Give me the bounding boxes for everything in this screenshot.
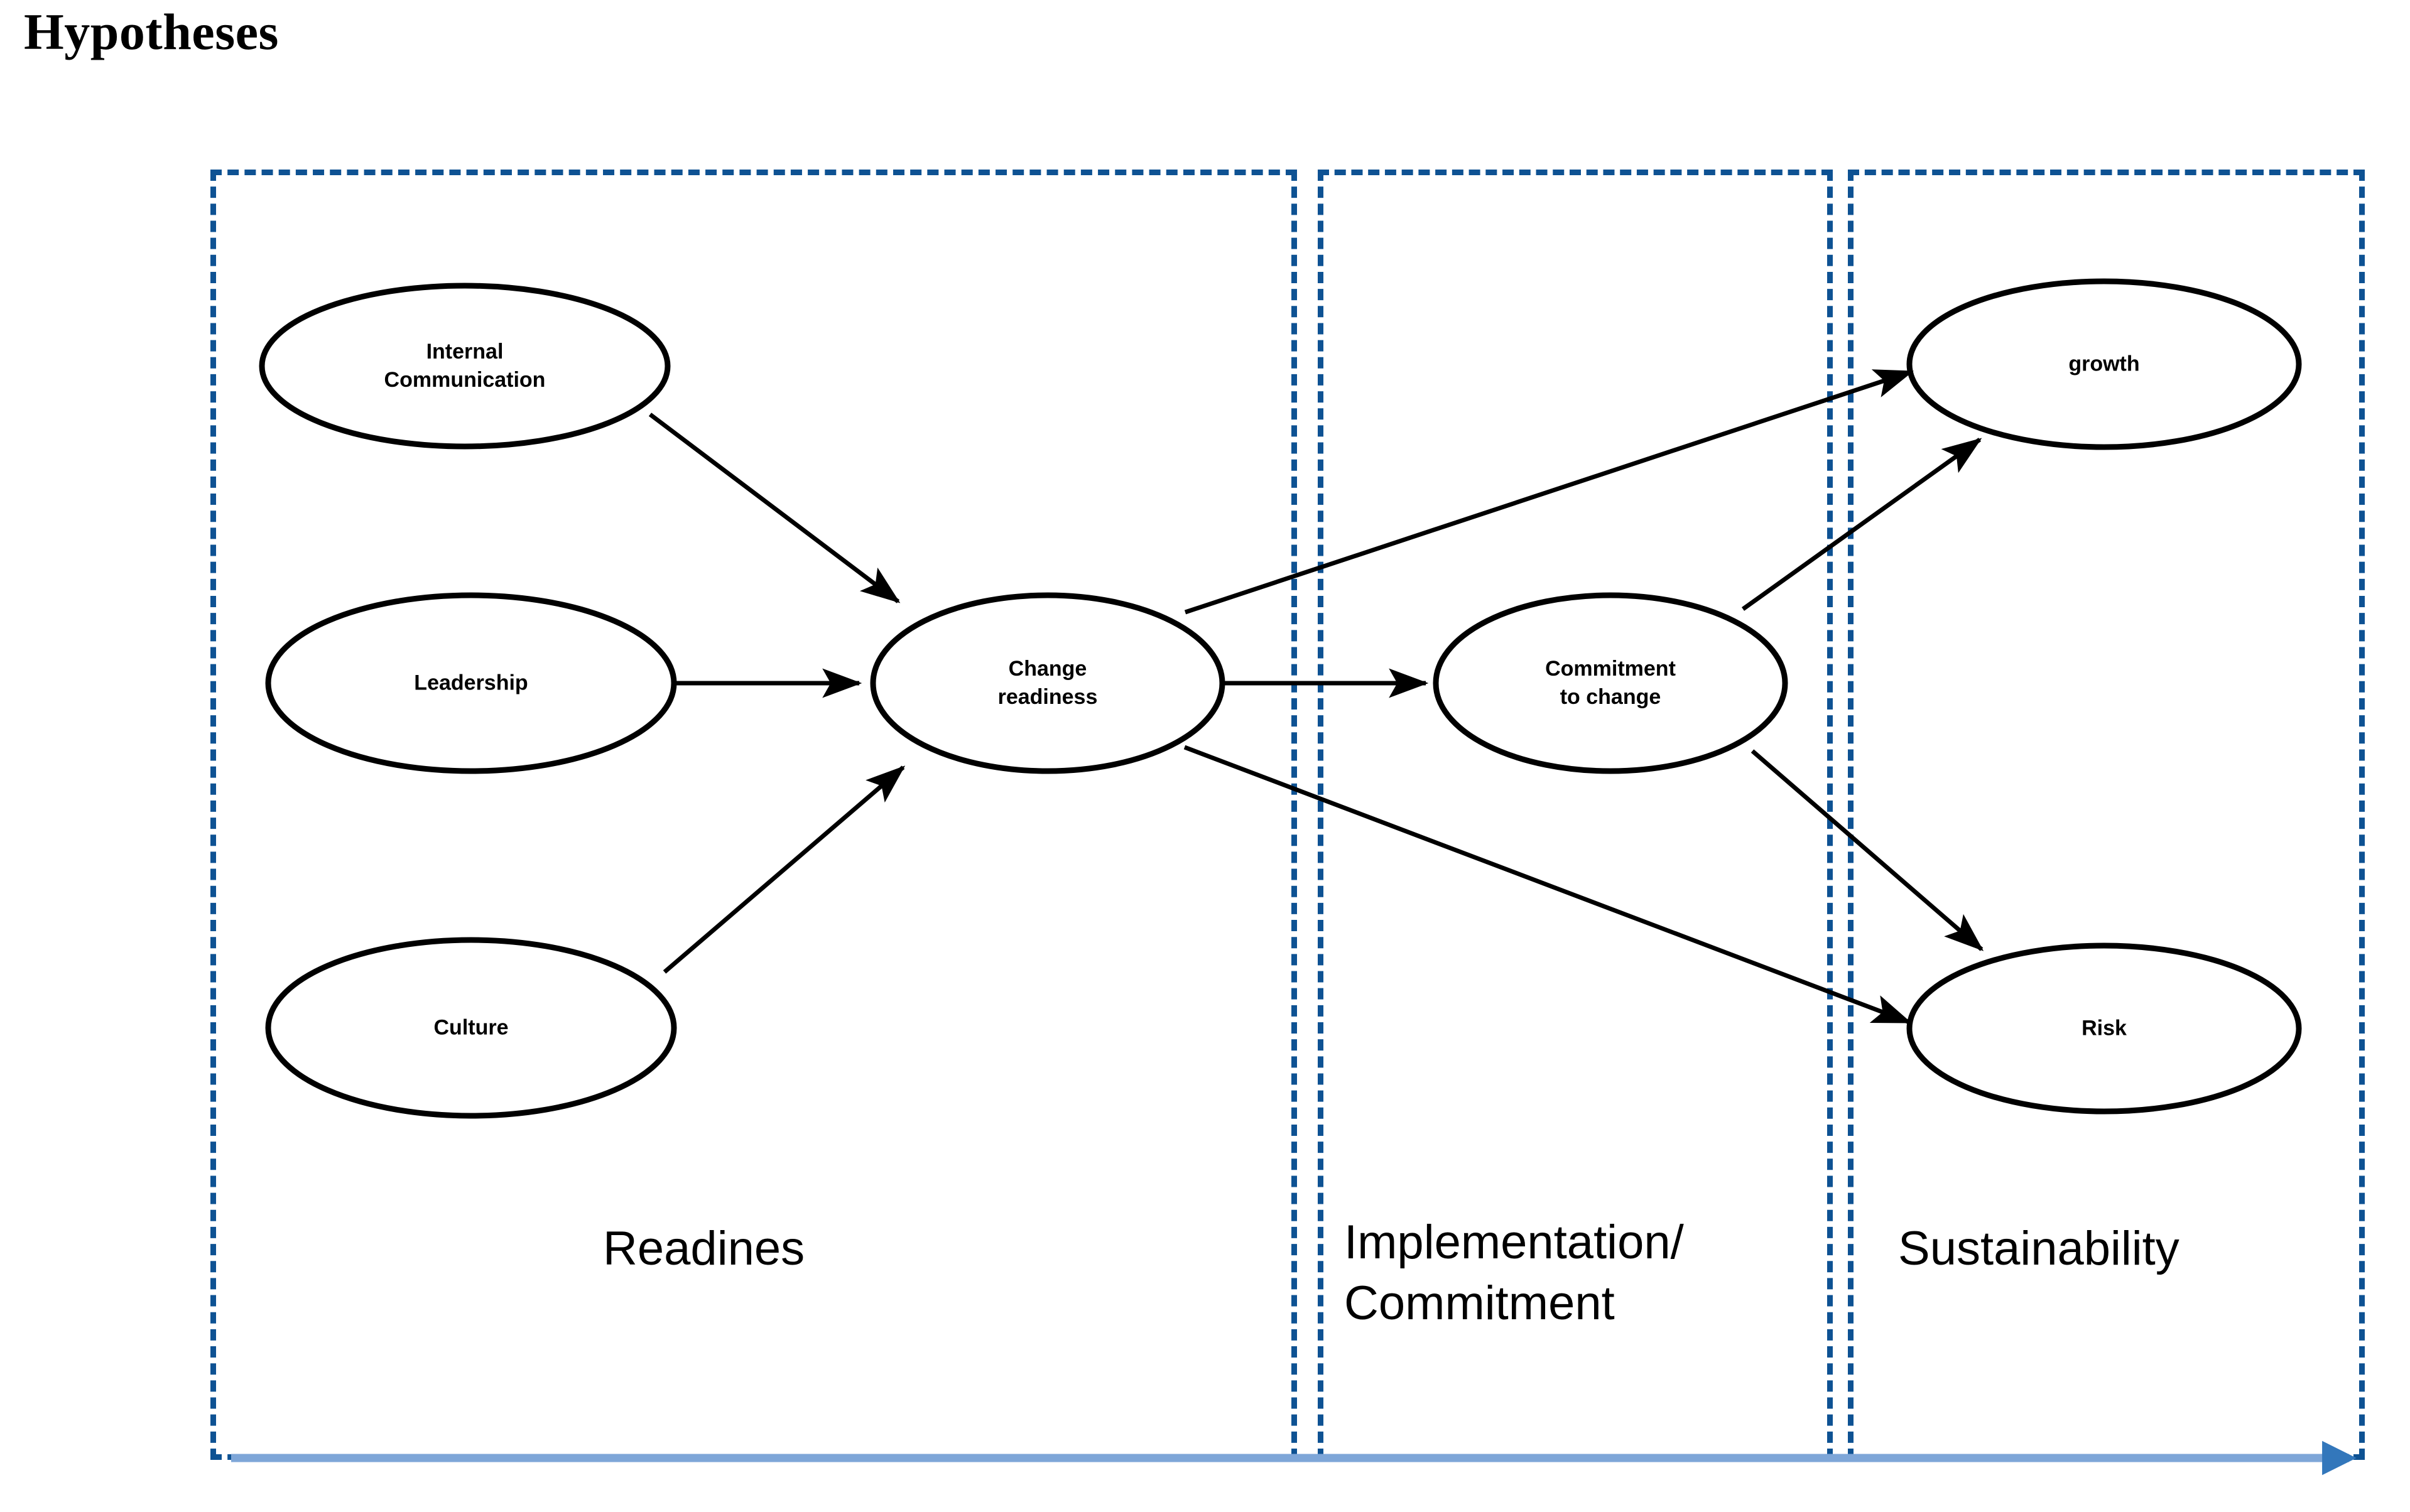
edge-commitment-to-change-to-growth <box>1741 438 1982 611</box>
stage-caption-sustainability: Sustainability <box>1898 1222 2179 1275</box>
node-ellipse-culture[interactable] <box>265 937 677 1119</box>
edge-commitment-to-change-to-risk <box>1751 749 1984 951</box>
node-ellipse-leadership[interactable] <box>265 592 677 774</box>
edge-internal-communication-to-change-readiness <box>648 413 901 603</box>
node-ellipse-growth[interactable] <box>1906 278 2302 450</box>
node-ellipse-internal-communication[interactable] <box>259 283 671 450</box>
node-shapes <box>259 278 2302 1119</box>
edge-culture-to-change-readiness <box>663 765 906 974</box>
node-ellipse-change-readiness[interactable] <box>870 592 1225 774</box>
stage-caption-implementation: Implementation/ Commitment <box>1344 1216 1684 1331</box>
edge-change-readiness-to-risk <box>1183 745 1912 1025</box>
edge-change-readiness-to-growth <box>1184 369 1914 615</box>
page-title: Hypotheses <box>24 3 279 60</box>
edge-lines <box>648 369 1984 1025</box>
node-ellipse-risk[interactable] <box>1906 942 2302 1115</box>
node-ellipse-commitment-to-change[interactable] <box>1433 592 1788 774</box>
stage-caption-readiness: Readines <box>603 1222 805 1275</box>
